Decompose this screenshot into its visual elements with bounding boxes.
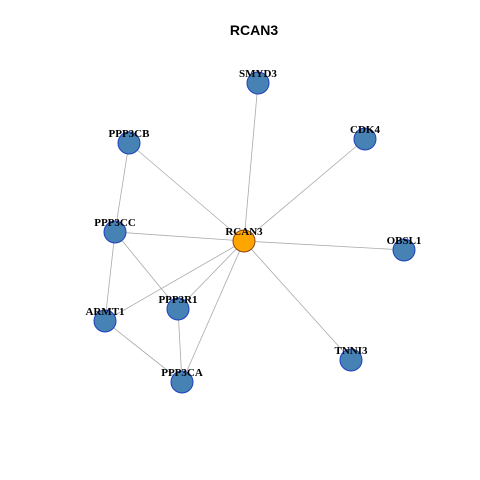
node-ppp3cc: PPP3CC [94, 217, 136, 244]
node-label-rcan3: RCAN3 [225, 226, 263, 238]
edge-layer [104, 82, 405, 383]
node-circle-rcan3 [232, 229, 256, 253]
edge-rcan3-obsl1 [243, 240, 405, 251]
node-circle-smyd3 [246, 71, 270, 95]
node-label-armt1: ARMT1 [85, 306, 124, 318]
node-circle-ppp3cb [117, 131, 141, 155]
node-ppp3cb: PPP3CB [109, 128, 151, 155]
edge-ppp3r1-ppp3ca [177, 308, 183, 383]
node-label-cdk4: CDK4 [350, 124, 380, 136]
node-label-obsl1: OBSL1 [387, 235, 422, 247]
node-label-ppp3cc: PPP3CC [94, 217, 136, 229]
edge-rcan3-armt1 [104, 240, 245, 322]
node-obsl1: OBSL1 [387, 235, 422, 262]
edge-rcan3-ppp3cb [128, 142, 245, 242]
node-circle-tnni3 [339, 348, 363, 372]
edge-rcan3-cdk4 [243, 138, 366, 242]
edge-rcan3-smyd3 [243, 82, 259, 242]
node-label-tnni3: TNNI3 [334, 345, 368, 357]
node-circle-ppp3cc [103, 220, 127, 244]
node-circle-cdk4 [353, 127, 377, 151]
edge-ppp3cb-ppp3cc [114, 142, 130, 233]
node-ppp3ca: PPP3CA [161, 367, 203, 394]
node-label-ppp3r1: PPP3R1 [158, 294, 197, 306]
node-label-smyd3: SMYD3 [239, 68, 277, 80]
edge-rcan3-ppp3ca [181, 240, 245, 383]
node-circle-obsl1 [392, 238, 416, 262]
node-smyd3: SMYD3 [239, 68, 277, 95]
node-label-ppp3cb: PPP3CB [109, 128, 151, 140]
node-tnni3: TNNI3 [334, 345, 368, 372]
edge-armt1-ppp3ca [104, 320, 183, 383]
edge-rcan3-ppp3r1 [177, 240, 245, 310]
node-rcan3: RCAN3 [225, 226, 263, 253]
node-cdk4: CDK4 [350, 124, 380, 151]
edge-rcan3-tnni3 [243, 240, 352, 361]
edge-ppp3cc-armt1 [104, 231, 116, 322]
node-circle-ppp3r1 [166, 297, 190, 321]
edge-rcan3-ppp3cc [114, 231, 245, 242]
node-label-ppp3ca: PPP3CA [161, 367, 203, 379]
node-ppp3r1: PPP3R1 [158, 294, 198, 321]
edge-ppp3cc-ppp3r1 [114, 231, 179, 310]
node-circle-armt1 [93, 309, 117, 333]
node-circle-ppp3ca [170, 370, 194, 394]
node-armt1: ARMT1 [85, 306, 125, 333]
graph-title: RCAN3 [230, 22, 278, 38]
